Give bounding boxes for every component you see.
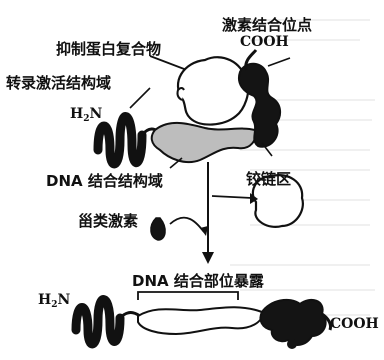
leader-line-activation-domain	[130, 88, 150, 108]
steroid-hormone-label: 甾类激素	[78, 210, 138, 231]
repressor-protein-complex	[178, 57, 248, 124]
cooh-bottom-label: COOH	[330, 316, 379, 332]
transcription-activation-domain-label: 转录激活结构域	[6, 72, 111, 93]
hormone-arrow	[170, 218, 204, 232]
dna-binding-domain-label: DNA 结合结构域	[46, 170, 163, 191]
hormone-binding-site-label: 激素结合位点	[222, 14, 312, 35]
exposed-site-bracket	[138, 292, 238, 300]
h2n-bottom-label: H2N	[38, 292, 70, 310]
cooh-top-label: COOH	[240, 34, 289, 50]
h2n-top-label: H2N	[70, 106, 102, 124]
bound-hormone	[287, 339, 297, 349]
steroid-hormone	[151, 218, 165, 240]
dna-binding-domain	[152, 123, 256, 162]
hinge-region-label: 铰链区	[246, 168, 291, 189]
hormone-binding-domain-bound	[260, 300, 325, 345]
dna-binding-site-exposed-label: DNA 结合部位暴露	[132, 270, 264, 291]
dna-binding-domain-exposed	[138, 307, 262, 334]
transcription-activation-domain-coil	[98, 117, 142, 164]
repressor-complex-label: 抑制蛋白复合物	[56, 38, 161, 59]
release-arrow	[212, 196, 252, 198]
transcription-activation-domain-coil-bottom	[76, 300, 120, 344]
leader-line-binding-site	[268, 58, 290, 66]
activation-arrow-head	[202, 252, 214, 264]
